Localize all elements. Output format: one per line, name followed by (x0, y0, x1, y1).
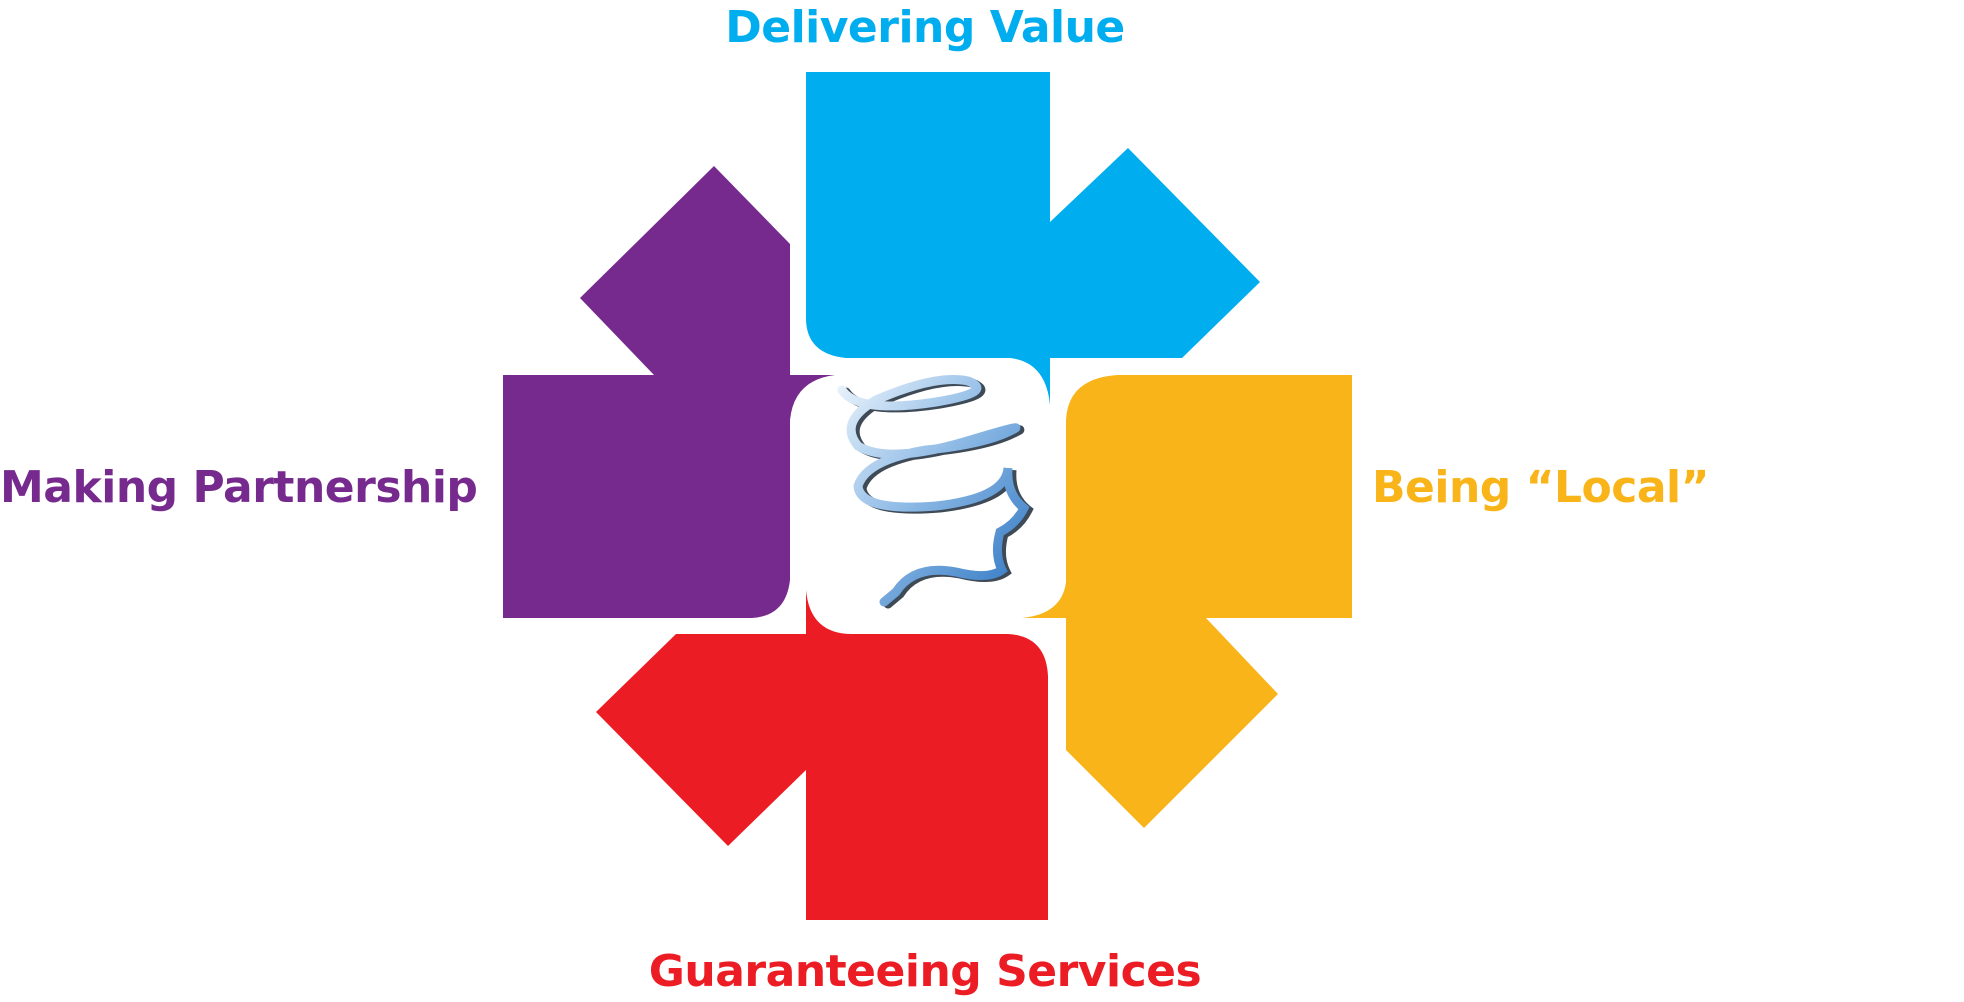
right-arrow-shape (1022, 375, 1352, 828)
top-arrow-shape (806, 72, 1260, 405)
bottom-arrow-shape (596, 590, 1048, 920)
label-guaranteeing-services: Guaranteeing Services (648, 946, 1202, 997)
spiral-head-logo-icon (837, 375, 1034, 609)
left-arrow-shape (503, 166, 835, 618)
label-making-partnership: Making Partnership (0, 462, 478, 513)
label-delivering-value: Delivering Value (725, 2, 1125, 53)
label-being-local: Being “Local” (1372, 462, 1710, 513)
